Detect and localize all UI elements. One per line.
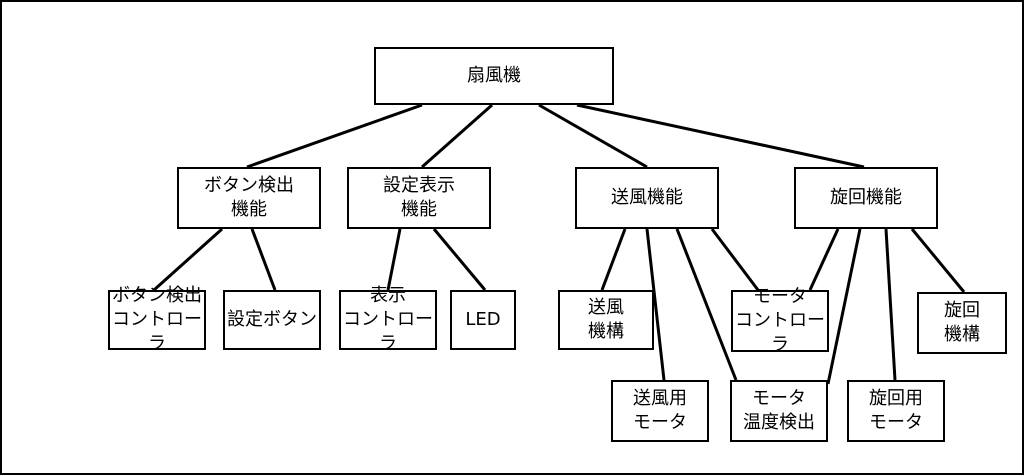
edge-rotation-function-to-motor-temp-detect [826,228,862,385]
node-motor-temp-detect: モータ 温度検出 [730,380,828,442]
edge-setting-display-to-display-controller [386,228,402,291]
node-root: 扇風機 [374,47,614,105]
edge-fan-function-to-fan-motor [645,228,666,381]
edge-root-to-button-detect [246,103,423,169]
node-rotation-mechanism: 旋回 機構 [917,292,1007,354]
edge-fan-function-to-fan-mechanism [600,228,627,291]
edge-rotation-function-to-motor-controller [808,228,840,291]
node-display-controller: 表示 コントローラ [339,285,437,354]
edge-root-to-fan-function [538,103,648,169]
node-button-detect: ボタン検出 機能 [177,167,321,229]
edge-fan-function-to-motor-temp-detect [675,228,738,381]
edge-button-detect-to-setting-button [250,228,277,291]
node-fan-function: 送風機能 [575,167,719,229]
node-setting-button: 設定ボタン [223,290,321,350]
edge-fan-function-to-motor-controller [710,228,760,291]
node-fan-mechanism: 送風 機構 [558,290,654,350]
node-fan-motor: 送風用 モータ [611,380,709,442]
edge-setting-display-to-led [432,228,487,291]
edge-button-detect-to-button-detect-controller [152,227,224,292]
edge-rotation-function-to-rotation-mechanism [910,228,966,293]
edge-root-to-rotation-function [576,103,865,169]
node-led: LED [450,290,516,350]
node-motor-controller: モータ コントローラ [731,286,829,355]
edge-rotation-function-to-rotation-motor [884,228,897,381]
edge-root-to-setting-display [421,103,493,169]
node-button-detect-controller: ボタン検出 コントローラ [108,285,206,354]
node-rotation-function: 旋回機能 [794,167,938,229]
node-rotation-motor: 旋回用 モータ [847,380,945,442]
node-setting-display: 設定表示 機能 [347,167,491,229]
